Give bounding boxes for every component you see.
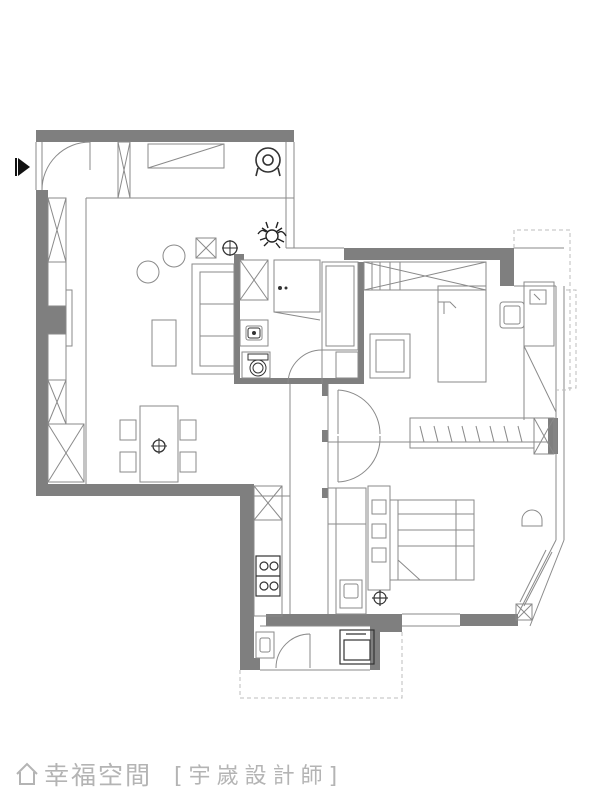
brand-name: 幸福空間: [44, 761, 153, 790]
outlines: [85, 142, 565, 671]
walls: [36, 130, 558, 670]
toilet-icon: [247, 353, 269, 377]
house-outline-icon: [16, 762, 38, 785]
entry-arrow-icon: [18, 158, 30, 176]
wardrobe: [409, 417, 555, 455]
bedroom-desk: [327, 485, 391, 615]
kitchen: [253, 485, 283, 617]
bedside-lamp-icon: [372, 590, 388, 606]
footer: 幸福空間 [宇嵗設計師]: [14, 756, 343, 792]
designer-credit: [宇嵗設計師]: [174, 764, 344, 789]
bay-window: [515, 509, 553, 621]
lamp-icon: [255, 147, 281, 177]
coffee-table: [136, 244, 186, 367]
tv-cabinet: [47, 197, 85, 483]
entry-door: [35, 141, 91, 191]
bathroom: [239, 259, 359, 385]
stove-icon: [255, 555, 281, 597]
laundry: [255, 631, 311, 669]
balcony-outlines: [239, 229, 577, 699]
hall-doors: [337, 389, 381, 483]
entry-cabinet: [117, 141, 225, 199]
study: [363, 261, 557, 420]
washing-machine-icon: [339, 629, 375, 665]
side-table: [195, 237, 238, 259]
chair-icon: [499, 301, 525, 329]
plant-icon: [257, 221, 287, 249]
sofa: [191, 263, 235, 375]
sink-icon: [247, 327, 261, 339]
bed: [389, 499, 475, 581]
dining-table: [119, 405, 197, 483]
